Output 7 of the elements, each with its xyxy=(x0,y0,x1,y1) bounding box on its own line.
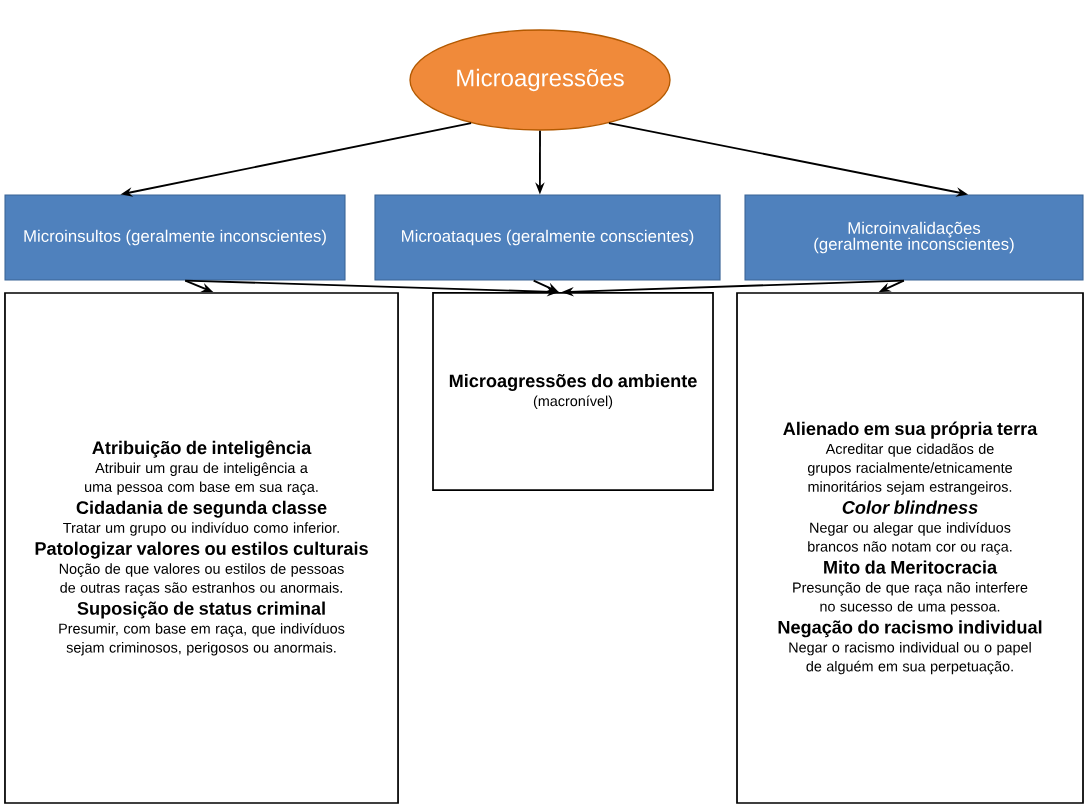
category-box: Microataques (geralmente conscientes) xyxy=(374,194,721,281)
ellipse-node: Microagressões xyxy=(409,29,671,131)
description-box: Atribuição de inteligência Atribuir um grau de inteligência a uma pessoa com base em sua raça. Cidadania de segunda classe Tratar um grupo ou indivíduo como inferior. Patologizar valores ou estilos culturais Noção de que valores ou estilos de pessoas de outras raças são estranhos ou anormais. Suposição de status criminal Presumir, com base em raça, que indivíduos sejam criminosos, perigosos ou anormais. xyxy=(4,292,399,804)
description-box: Microagressões do ambiente (macronível) xyxy=(432,292,714,491)
category-box: Microinsultos (geralmente inconscientes) xyxy=(4,194,346,281)
category-box: Microinvalidações (geralmente inconscientes) xyxy=(744,194,1084,281)
description-box: Alienado em sua própria terra Acreditar que cidadãos de grupos racialmente/etnicamente minoritários sejam estrangeiros. Color blindness Negar ou alegar que indivíduos brancos não notam cor ou raça. Mito da Meritocracia Presunção de que raça não interfere no sucesso de uma pessoa. Negação do racismo individual Negar o racismo individual ou o papel de alguém em sua perpetuação. xyxy=(736,292,1084,804)
